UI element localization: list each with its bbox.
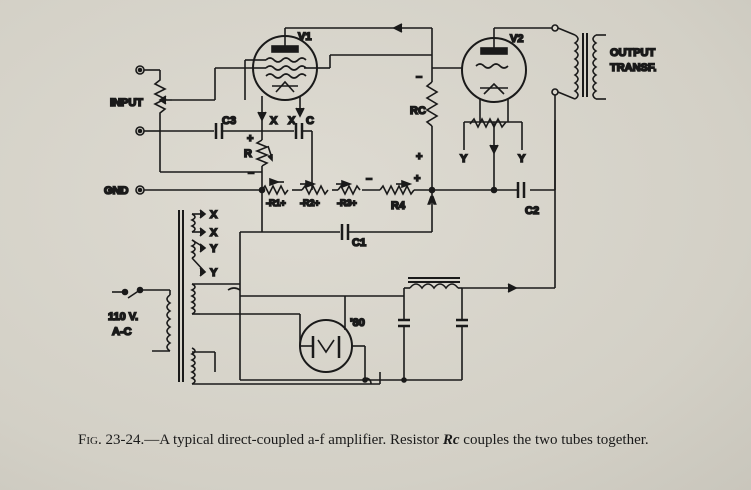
- output-transformer: [573, 33, 606, 100]
- label-input: INPUT: [110, 97, 143, 109]
- label-c2: C2: [525, 205, 539, 217]
- label-transf: TRANSF.: [610, 62, 656, 74]
- tube-v2: [461, 37, 527, 103]
- power-transformer: [166, 210, 196, 385]
- label-r-minus: –: [248, 167, 254, 179]
- label-rc: RC: [410, 105, 426, 117]
- label-r4-minus: –: [366, 173, 372, 185]
- label-110v: 110 V.: [108, 311, 138, 323]
- label-r2: -R2+: [300, 198, 320, 208]
- label-80: '80: [350, 317, 365, 329]
- label-y-t1: Y: [210, 243, 218, 255]
- figure-caption: Fig. 23-24.—A typical direct-coupled a-f…: [78, 432, 718, 449]
- label-r-plus: +: [247, 133, 253, 145]
- label-y-v2-left: Y: [460, 153, 468, 165]
- label-x-t1: X: [210, 209, 218, 221]
- label-r1: -R1+: [266, 198, 286, 208]
- label-y-t2: Y: [210, 267, 218, 279]
- label-rc-minus: –: [416, 71, 422, 83]
- label-gnd: GND: [104, 185, 129, 197]
- label-v1: V1: [298, 31, 311, 43]
- label-output: OUTPUT: [610, 47, 656, 59]
- label-c1: C1: [352, 237, 366, 249]
- caption-text-2: couples the two tubes together.: [459, 432, 649, 448]
- label-y-v2-right: Y: [518, 153, 526, 165]
- label-c: C: [306, 115, 314, 127]
- label-r4: R4: [391, 200, 406, 212]
- label-r: R: [244, 148, 252, 160]
- label-x-t2: X: [210, 227, 218, 239]
- label-v2: V2: [510, 33, 523, 45]
- caption-fig-number: Fig. 23-24.: [78, 432, 145, 448]
- label-r3: -R3+: [337, 198, 357, 208]
- label-ac: A-C: [112, 326, 132, 338]
- caption-text-1: —A typical direct-coupled a-f amplifier.…: [144, 432, 443, 448]
- label-x-2: X: [288, 115, 296, 127]
- caption-resistor-symbol: Rc: [442, 432, 460, 448]
- label-c3: C3: [222, 115, 236, 127]
- tube-v1: [252, 35, 318, 101]
- schematic-diagram: V1 V2 OUTPUT TRANSF. C2 Y Y: [103, 23, 657, 385]
- label-r4-plus: +: [414, 173, 420, 185]
- label-x-1: X: [270, 115, 278, 127]
- label-rc-plus: +: [416, 151, 422, 163]
